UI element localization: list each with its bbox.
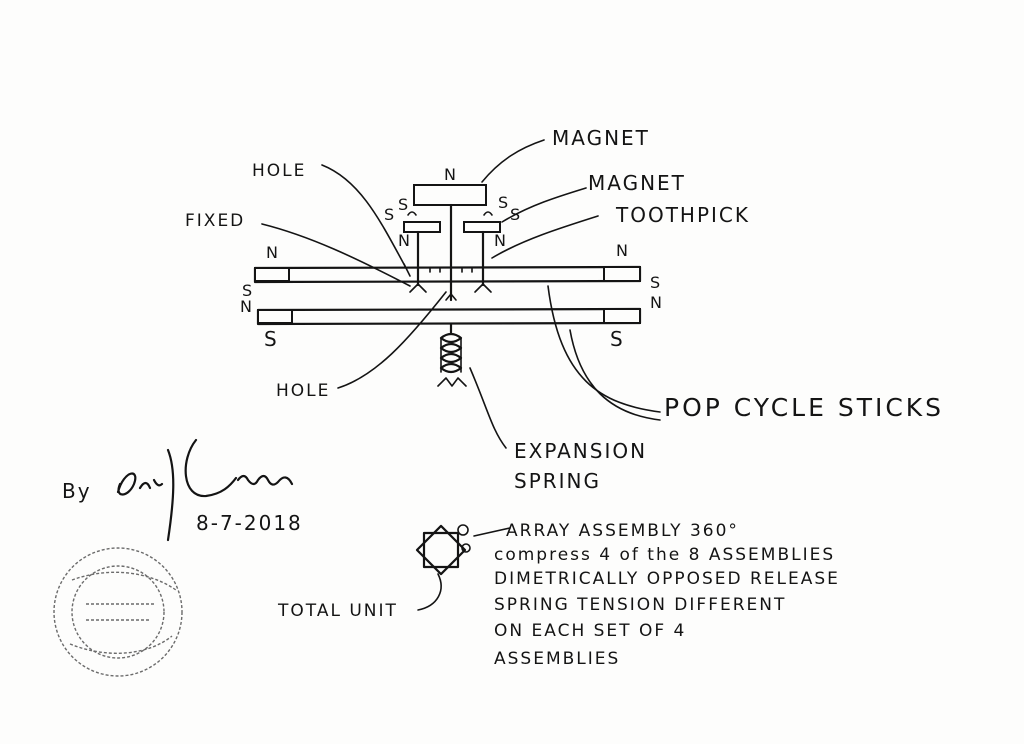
note-line-3: DIMETRICALLY OPPOSED RELEASE — [494, 569, 840, 589]
label-popcycle-sticks: POP CYCLE STICKS — [664, 393, 944, 422]
pole-s-left-2: S — [398, 195, 408, 214]
leader-sticks-bottom — [569, 329, 661, 421]
leader-fixed — [261, 223, 411, 287]
label-fixed: FIXED — [185, 211, 245, 231]
small-magnet-left — [403, 221, 441, 233]
note-line-6: ASSEMBLIES — [494, 649, 620, 669]
notary-stamp — [53, 547, 183, 677]
right-fork — [474, 283, 492, 293]
pole-top-magnet-n: N — [444, 165, 456, 184]
pole-n-right-edge: N — [650, 293, 662, 312]
label-expansion: EXPANSION — [514, 439, 647, 463]
signature-scribble — [116, 438, 294, 542]
label-hole-bottom: HOLE — [276, 381, 330, 401]
stick-end-magnet-left-lower — [257, 309, 293, 324]
label-magnet-top: MAGNET — [552, 126, 650, 150]
leader-hole-bottom — [337, 291, 447, 389]
leader-sticks-top — [547, 285, 661, 413]
pole-s-left-edge: S — [242, 281, 252, 300]
label-hole-top: HOLE — [252, 161, 306, 181]
note-line-5: ON EACH SET OF 4 — [494, 621, 686, 641]
left-fork — [409, 283, 427, 293]
stick-end-magnet-left — [254, 267, 290, 282]
pole-s-right-edge: S — [650, 273, 660, 292]
popsicle-stick-bottom — [256, 307, 642, 326]
top-magnet — [413, 184, 487, 206]
pole-n-left-inner: N — [398, 231, 410, 250]
total-unit-icon — [415, 524, 511, 576]
pole-n-left-stick: N — [266, 243, 278, 262]
pole-s-bottom-right: S — [610, 327, 625, 351]
pole-s-left-1: S — [384, 205, 394, 224]
stick-end-magnet-right-lower — [603, 308, 641, 324]
leader-magnet-right — [501, 187, 587, 223]
field-arc-left — [407, 211, 417, 216]
note-line-1: ARRAY ASSEMBLY 360° — [506, 521, 739, 541]
label-toothpick: TOOTHPICK — [615, 203, 750, 227]
note-line-2: compress 4 of the 8 ASSEMBLIES — [494, 545, 835, 565]
stick-hole-ticks — [429, 267, 473, 273]
label-total-unit: TOTAL UNIT — [277, 601, 398, 621]
leader-spring — [469, 367, 507, 449]
pole-n-left-edge: N — [240, 297, 252, 316]
field-arc-right — [483, 211, 493, 216]
leader-total-unit — [417, 573, 442, 611]
popsicle-stick-top — [253, 265, 642, 284]
expansion-spring — [437, 322, 467, 387]
leader-toothpick — [491, 215, 599, 259]
label-magnet-right: MAGNET — [588, 171, 686, 195]
center-pin-tip — [445, 293, 457, 301]
pole-n-right-stick: N — [616, 241, 628, 260]
pole-s-bottom-left: S — [264, 327, 279, 351]
signature-by: By — [62, 479, 92, 503]
note-line-4: SPRING TENSION DIFFERENT — [494, 595, 786, 615]
pole-s-right-2: S — [510, 205, 520, 224]
label-spring: SPRING — [514, 469, 601, 493]
stick-end-magnet-right — [603, 266, 641, 282]
signature-date: 8-7-2018 — [196, 511, 303, 535]
leader-hole-top — [321, 164, 407, 269]
leader-magnet-top — [481, 139, 545, 183]
pole-n-right-inner: N — [494, 231, 506, 250]
pole-s-right-1: S — [498, 193, 508, 212]
